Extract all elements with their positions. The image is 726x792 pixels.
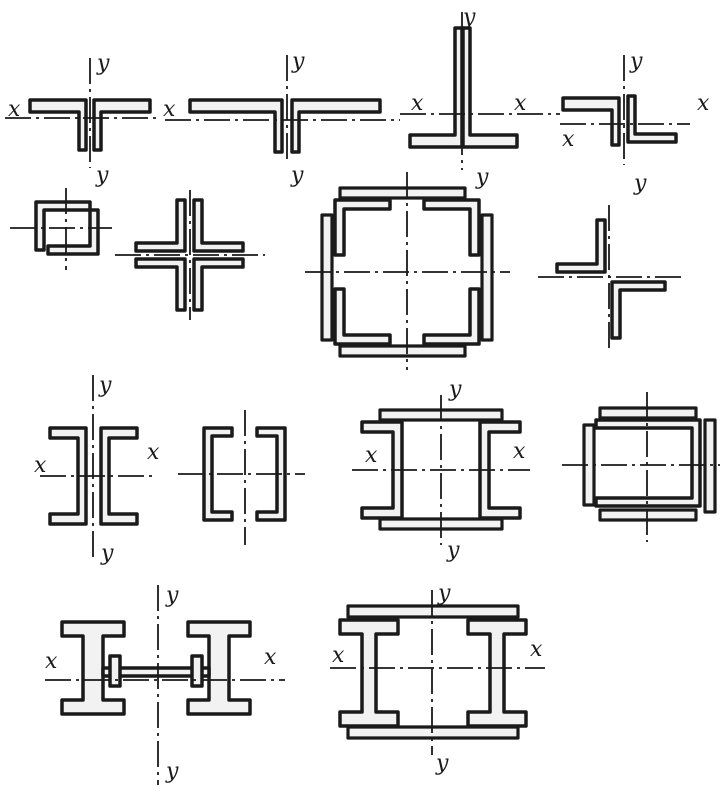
section-channels-with-plates [352, 395, 530, 545]
axis-label-x: x [514, 91, 527, 116]
axis-label-y: y [165, 759, 179, 784]
axis-label-x: x [45, 649, 58, 674]
section-cruciform-angles [115, 190, 265, 320]
axis-label-y: y [475, 165, 489, 190]
axis-label-y: y [96, 51, 110, 76]
axis-label-y: y [95, 163, 109, 188]
axis-label-x: x [530, 637, 543, 662]
axis-label-y: y [98, 373, 112, 398]
section-two-channels-toe-to-toe [178, 410, 305, 545]
section-ibeams-with-plates [330, 590, 545, 755]
section-two-ibeams-laced [45, 585, 285, 785]
axis-label-x: x [147, 440, 160, 465]
axis-label-x: x [8, 97, 21, 122]
axis-label-y: y [435, 751, 449, 776]
axis-label-x: x [513, 439, 526, 464]
section-two-channels-back-to-back [40, 375, 155, 560]
axis-label-y: y [629, 49, 643, 74]
axis-label-x: x [332, 643, 345, 668]
axis-label-x: x [365, 443, 378, 468]
section-two-unequal-angles-tall-legs [400, 12, 560, 170]
axis-label-y: y [291, 49, 305, 74]
section-large-box-angles-plates [305, 172, 510, 370]
axis-label-x: x [411, 91, 424, 116]
axis-label-y: y [437, 581, 451, 606]
axis-label-x: x [562, 127, 575, 152]
axis-label-y: y [290, 163, 304, 188]
section-two-unequal-angles-long-legs [165, 55, 400, 162]
section-two-angles-diagonal [538, 205, 685, 350]
axis-label-x: x [34, 453, 47, 478]
section-channel-box-with-plates [562, 392, 720, 542]
section-small-angle-box [10, 188, 112, 270]
axis-label-y: y [100, 541, 114, 566]
axis-label-y: y [448, 377, 462, 402]
axis-label-x: x [264, 645, 277, 670]
axis-label-y: y [165, 583, 179, 608]
section-two-angles-staggered [560, 55, 690, 165]
axis-label-y: y [633, 171, 647, 196]
axis-label-x: x [697, 91, 710, 116]
section-two-equal-angles [5, 58, 160, 168]
axis-label-y: y [446, 538, 460, 563]
axis-label-y: y [462, 5, 476, 30]
axis-label-x: x [163, 97, 176, 122]
